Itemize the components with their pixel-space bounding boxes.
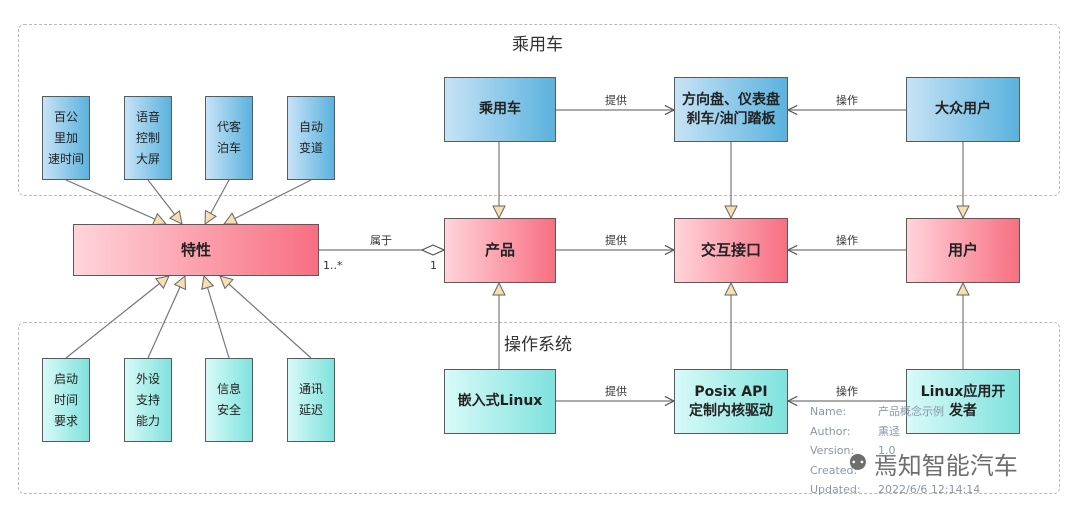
watermark-text: 焉知智能汽车: [873, 452, 1018, 480]
node-feature-xinxi[interactable]: 信息 安全: [205, 358, 253, 442]
node-feature-yuyin[interactable]: 语音 控制 大屏: [124, 96, 172, 180]
meta-name-value: 产品概念示例: [878, 405, 944, 418]
label-caozuo-top: 操作: [836, 94, 858, 107]
node-fangxiangpan[interactable]: 方向盘、仪表盘 刹车/油门踏板: [674, 77, 788, 142]
label-mult-one: 1: [430, 259, 437, 272]
metadata-note: Name: 产品概念示例 Author: 熏迳 Version: 1.0 Create…: [810, 402, 980, 500]
node-texing[interactable]: 特性: [73, 224, 319, 276]
edge-daike-texing: [205, 179, 230, 224]
meta-version-value: 1.0: [878, 444, 896, 457]
node-linuxdev[interactable]: Linux应用开 发者: [906, 369, 1020, 434]
node-chanpin[interactable]: 产品: [444, 218, 556, 283]
edge-waishe-texing: [147, 276, 185, 359]
label-caozuo-mid: 操作: [836, 234, 858, 247]
edge-xinxi-texing: [204, 276, 230, 359]
node-qianru[interactable]: 嵌入式Linux: [444, 369, 556, 434]
meta-updated-value: 2022/6/6 12:14:14: [878, 483, 981, 496]
node-jiaohu[interactable]: 交互接口: [674, 218, 788, 283]
edge-zidong-texing: [224, 179, 312, 225]
os-frame-title: 操作系统: [504, 335, 572, 355]
wechat-icon: ⚉: [848, 451, 868, 476]
edge-qidong-texing: [65, 276, 169, 359]
node-feature-waishe[interactable]: 外设 支持 能力: [124, 358, 172, 442]
node-chengyongche[interactable]: 乘用车: [444, 77, 556, 142]
meta-created-key: Created:: [810, 463, 858, 477]
label-mult-many: 1..*: [323, 259, 343, 272]
passenger-car-frame-title: 乘用车: [512, 35, 563, 55]
label-tigong-bot: 提供: [605, 385, 627, 398]
node-yonghu[interactable]: 用户: [906, 218, 1020, 283]
meta-updated-key: Updated:: [810, 483, 861, 496]
edge-tongxun-texing: [220, 276, 312, 359]
node-feature-qidong[interactable]: 启动 时间 要求: [42, 358, 90, 442]
node-feature-daike[interactable]: 代客 泊车: [205, 96, 253, 180]
passenger-car-frame: [18, 24, 1060, 196]
label-tigong-top: 提供: [605, 94, 627, 107]
node-feature-baigongli[interactable]: 百公 里加 速时间: [42, 96, 90, 180]
os-frame: [18, 322, 1060, 494]
meta-author-key: Author:: [810, 424, 851, 438]
label-caozuo-bot: 操作: [836, 385, 858, 398]
node-feature-tongxun[interactable]: 通讯 延迟: [287, 358, 335, 442]
edge-yuyin-texing: [147, 179, 182, 224]
label-shugai: 属于: [370, 234, 392, 247]
node-feature-zidong[interactable]: 自动 变道: [287, 96, 335, 180]
label-tigong-mid: 提供: [605, 234, 627, 247]
node-posix[interactable]: Posix API 定制内核驱动: [674, 369, 788, 434]
meta-author-value: 熏迳: [878, 424, 900, 438]
node-dazhong[interactable]: 大众用户: [906, 77, 1020, 142]
meta-name-key: Name:: [810, 405, 847, 418]
meta-version-key: Version:: [810, 444, 855, 457]
watermark: ⚉ 焉知智能汽车: [848, 446, 1018, 481]
edge-baigongli-texing: [65, 179, 166, 224]
